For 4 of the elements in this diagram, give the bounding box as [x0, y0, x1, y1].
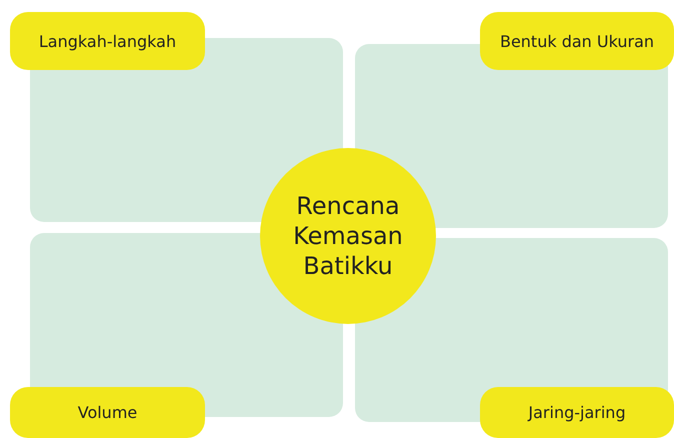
- tab-label: Bentuk dan Ukuran: [480, 12, 674, 70]
- tab-label: Jaring-jaring: [480, 387, 674, 438]
- tab-label: Volume: [10, 387, 205, 438]
- tab-label: Langkah-langkah: [10, 12, 205, 70]
